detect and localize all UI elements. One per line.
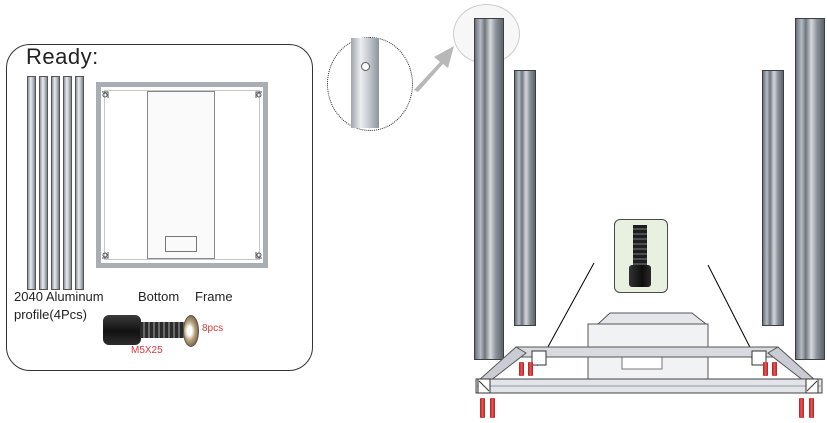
frame-corner-brackets <box>96 82 268 268</box>
frame-label-bottom: Bottom <box>138 289 179 304</box>
ready-title: Ready: <box>26 44 99 70</box>
aluminum-profile-2 <box>39 76 48 290</box>
red-bolt-4 <box>528 362 533 376</box>
profile-label-line1: 2040 Aluminum <box>14 289 104 304</box>
grey-arrow-icon <box>410 40 460 95</box>
aluminum-profile-1 <box>27 76 36 290</box>
aluminum-profile-5 <box>75 76 84 290</box>
frame-label-frame: Frame <box>195 289 233 304</box>
red-bolt-2 <box>490 398 495 418</box>
aluminum-profile-4 <box>63 76 72 290</box>
red-bolt-8 <box>809 398 814 418</box>
assembly-bottom-frame <box>460 255 827 423</box>
screw-head-icon <box>103 315 141 345</box>
red-bolt-7 <box>799 398 804 418</box>
red-bolt-3 <box>519 362 524 376</box>
screw-shank-icon <box>140 322 185 338</box>
screw-count-label: 8pcs <box>202 323 223 334</box>
magnified-profile <box>351 38 379 128</box>
profile-hole-icon <box>361 62 370 71</box>
profile-label-line2: profile(4Pcs) <box>14 307 87 322</box>
red-bolt-6 <box>772 362 777 376</box>
screw-size-label: M5X25 <box>131 345 163 356</box>
t-nut-icon <box>183 315 199 347</box>
aluminum-profile-3 <box>51 76 60 290</box>
red-bolt-1 <box>480 398 485 418</box>
red-bolt-5 <box>763 362 768 376</box>
